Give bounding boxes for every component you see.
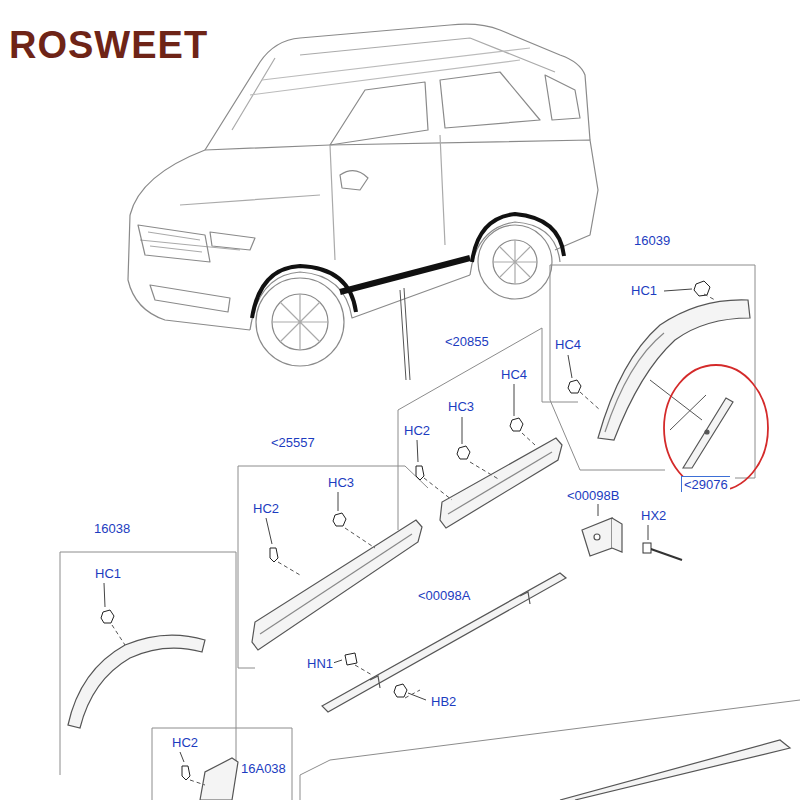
sill-highlight [340, 258, 470, 292]
group-outlines [60, 265, 800, 800]
callout-number: HN1 [306, 656, 334, 671]
callout-number: HC3 [327, 475, 355, 490]
door-moulding [440, 438, 562, 528]
watermark: ROSWEET [8, 24, 209, 66]
arch-highlight [252, 266, 356, 318]
callout-number: <00098A [417, 588, 471, 603]
callout-number: <25557 [270, 435, 316, 450]
front-arch-moulding [68, 635, 205, 728]
callout-number: HC2 [252, 501, 280, 516]
callout-number: <29076 [681, 476, 730, 492]
arch-highlight [472, 214, 564, 262]
dashed-lines [112, 294, 715, 785]
car-outline [128, 24, 598, 366]
callout-number: 16038 [93, 521, 131, 536]
clip-symbols [101, 281, 710, 780]
bracket [582, 518, 622, 556]
callout-number: HC2 [403, 423, 431, 438]
rear-arch-moulding [598, 300, 750, 440]
pointer-line [650, 380, 706, 430]
callout-number: HC4 [554, 337, 582, 352]
callout-number: <00098B [566, 488, 620, 503]
pointer-line [400, 288, 410, 380]
callout-number: HB2 [430, 694, 457, 709]
callout-number: HC1 [630, 283, 658, 298]
leader-lines [104, 289, 692, 762]
callout-number: HC3 [447, 399, 475, 414]
sill-cover [560, 740, 790, 800]
highlight-circle [664, 365, 768, 491]
callout-number: HC2 [171, 735, 199, 750]
door-moulding [252, 520, 422, 650]
callout-number: HC4 [500, 367, 528, 382]
callout-number: HX2 [640, 508, 667, 523]
callout-number: <20855 [444, 334, 490, 349]
callout-number: HC1 [94, 566, 122, 581]
wheel-arch-piece [683, 398, 733, 468]
callout-number: 16039 [633, 233, 671, 248]
callout-number: 16A038 [240, 761, 287, 776]
mudflap [200, 758, 238, 800]
sill-rail [322, 573, 566, 712]
bolt-symbol [643, 543, 682, 560]
